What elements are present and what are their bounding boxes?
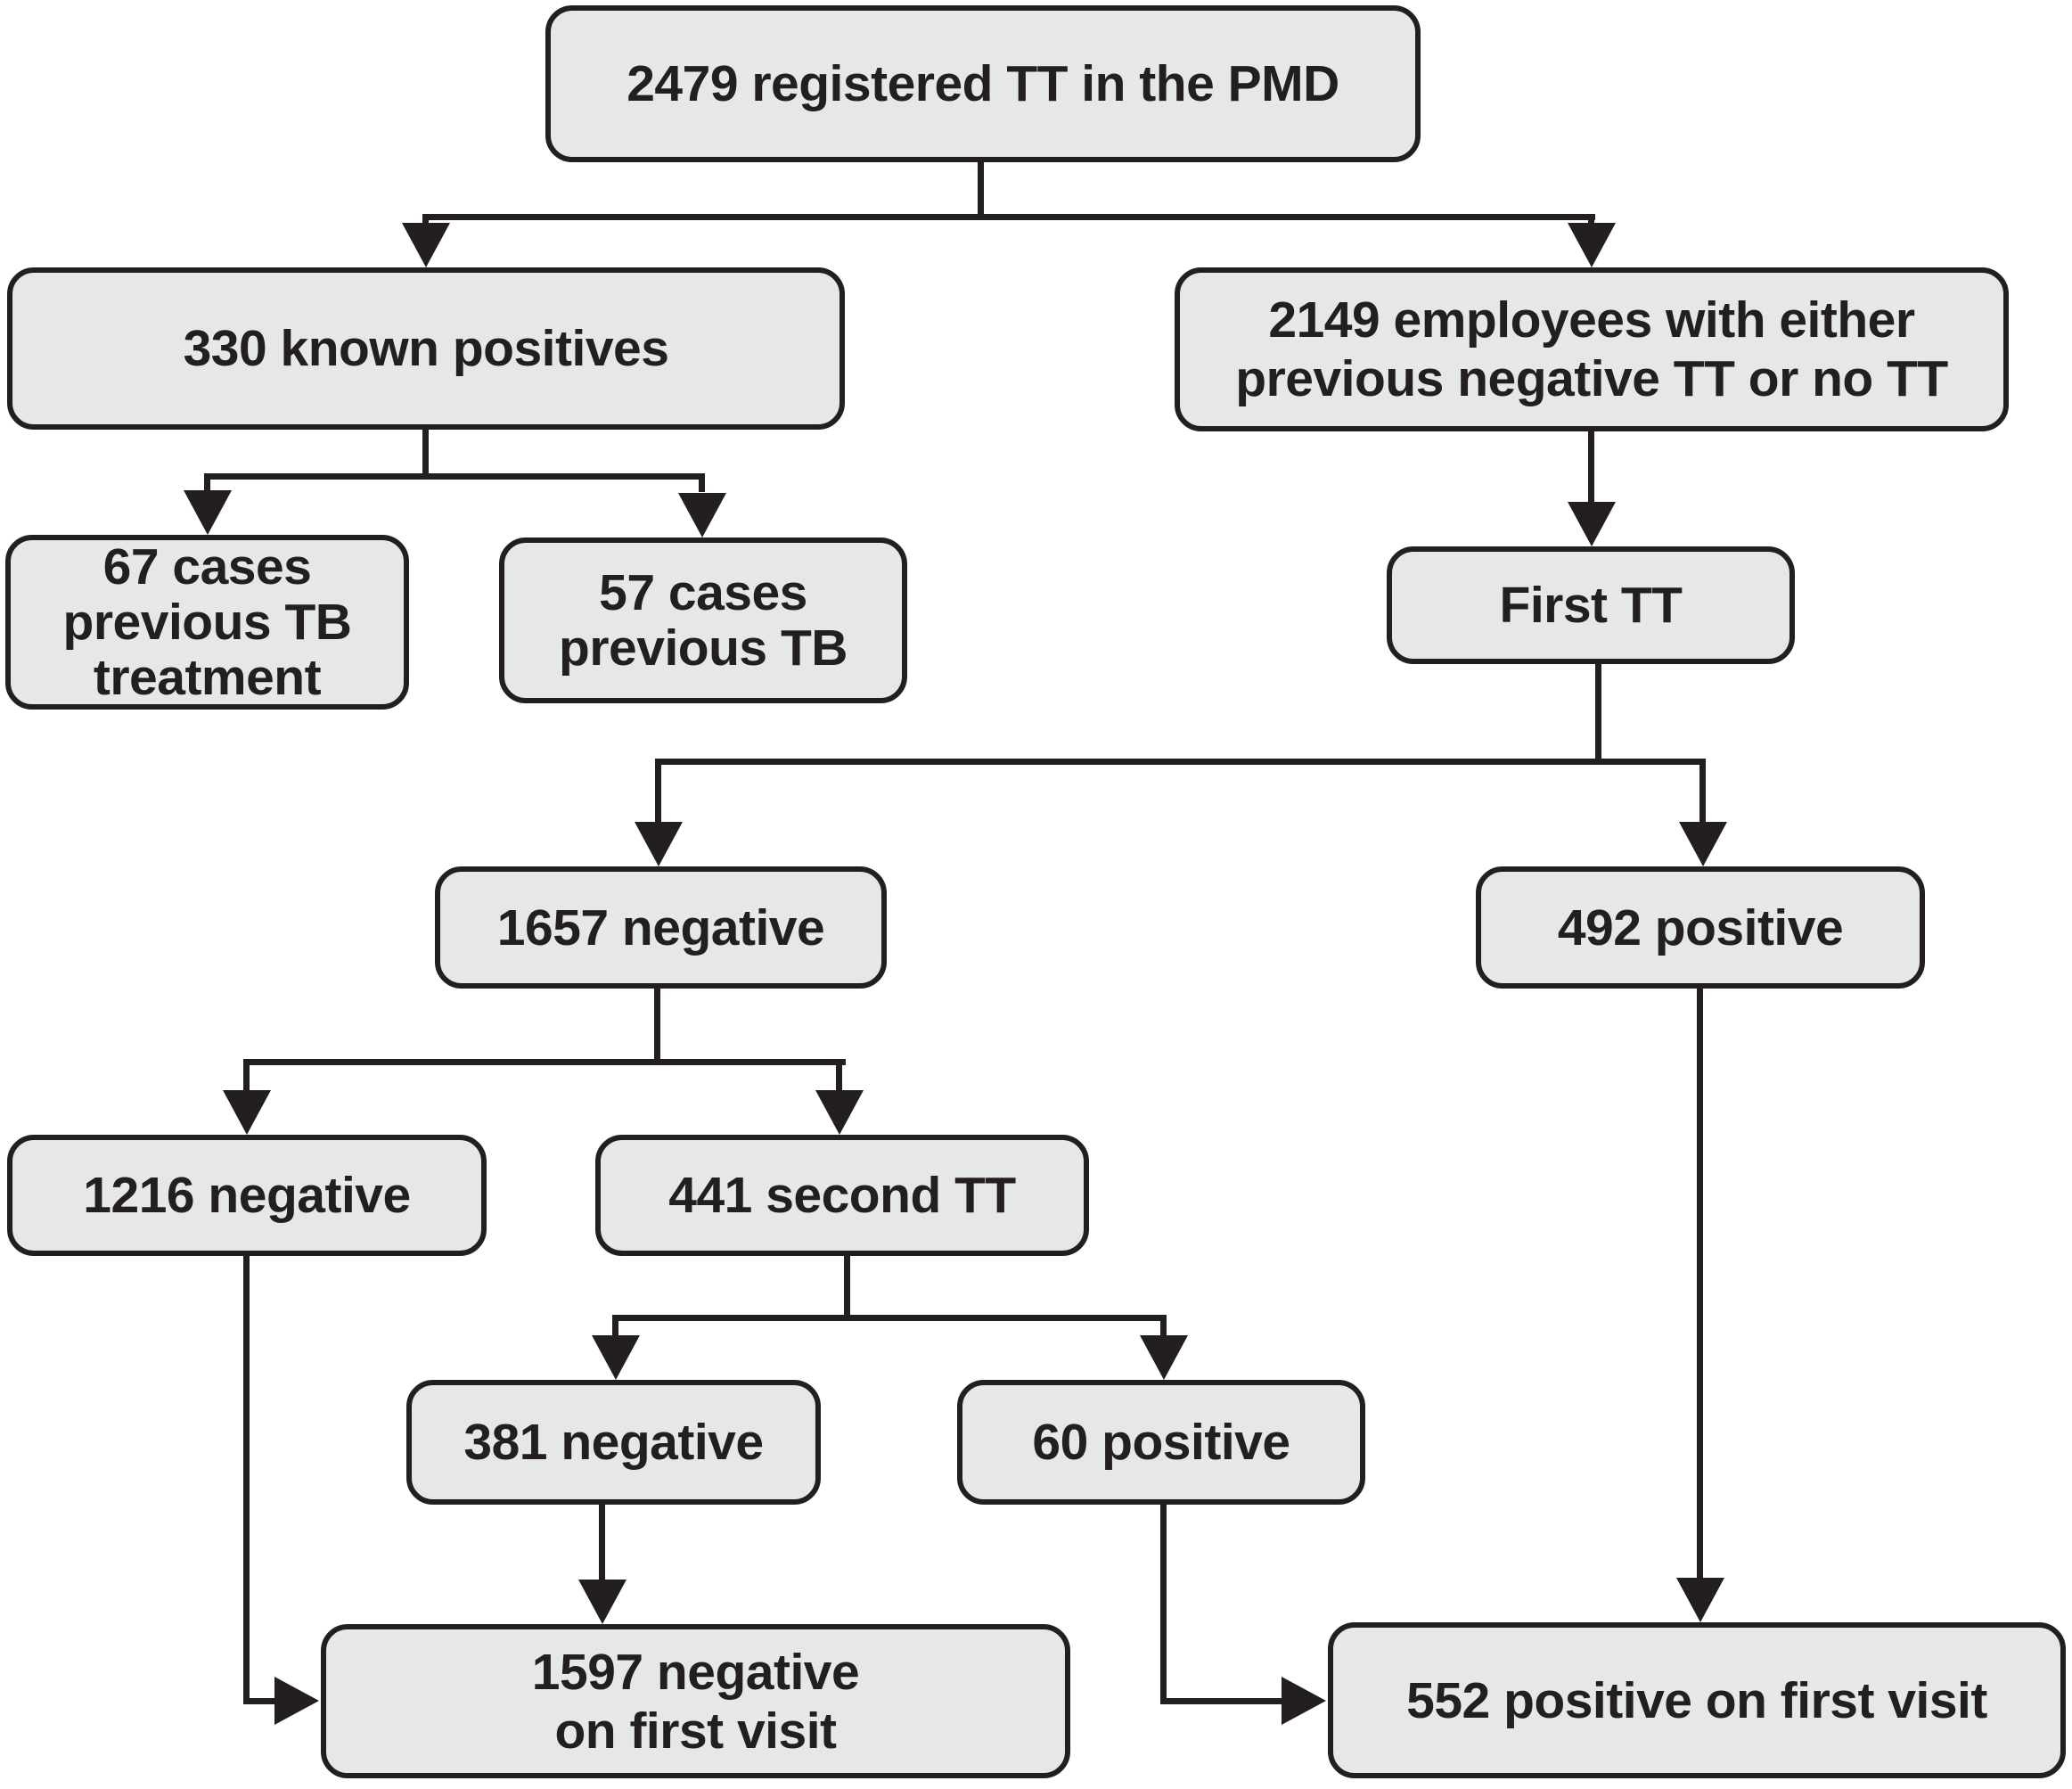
node-441-second-tt: 441 second TT [595, 1135, 1089, 1256]
node-1657-negative: 1657 negative [435, 866, 887, 989]
edge-1657-left-drop-line [243, 1059, 250, 1099]
edge-first-tt-left-drop-line [655, 759, 661, 827]
edge-60-down-line [1160, 1505, 1167, 1704]
node-previous-tb-line1: 57 cases [599, 564, 807, 621]
node-previous-tb-treatment-line1: 67 cases [102, 538, 312, 595]
arrowhead-into-1657-negative [635, 822, 683, 866]
edge-root-split-line [422, 214, 1595, 220]
edge-381-to-1597-line [599, 1505, 605, 1585]
edge-441-left-drop-line [612, 1315, 618, 1342]
edge-492-to-552-line [1697, 989, 1703, 1583]
arrowhead-into-381-negative [592, 1335, 640, 1380]
node-60-positive-label: 60 positive [1032, 1414, 1290, 1471]
node-employees-line1: 2149 employees with either [1268, 291, 1915, 349]
edge-1657-stem-line [654, 986, 660, 1065]
arrowhead-into-552-from-60 [1282, 1677, 1326, 1725]
node-known-positives: 330 known positives [7, 267, 845, 430]
node-492-positive: 492 positive [1476, 866, 1925, 989]
node-381-negative-label: 381 negative [463, 1414, 764, 1471]
node-381-negative: 381 negative [406, 1380, 821, 1505]
node-60-positive: 60 positive [957, 1380, 1365, 1505]
edge-known-positives-split-line [204, 473, 705, 480]
arrowhead-into-1597-from-1216 [274, 1677, 319, 1725]
node-1216-negative: 1216 negative [7, 1135, 487, 1256]
node-known-positives-label: 330 known positives [183, 320, 669, 377]
arrowhead-into-previous-tb-treatment [184, 490, 232, 535]
node-441-second-tt-label: 441 second TT [668, 1167, 1016, 1224]
arrowhead-into-552-from-492 [1676, 1578, 1724, 1622]
node-employees-negative-or-no-tt: 2149 employees with either previous nega… [1175, 267, 2009, 431]
edge-employees-to-first-tt-line [1588, 430, 1594, 508]
arrowhead-into-1216-negative [223, 1090, 271, 1135]
arrowhead-into-previous-tb [678, 493, 726, 538]
edge-first-tt-right-drop-line [1699, 759, 1706, 827]
node-1657-negative-label: 1657 negative [496, 899, 825, 956]
node-1216-negative-label: 1216 negative [83, 1167, 411, 1224]
edge-1216-down-line [243, 1256, 250, 1704]
edge-1216-elbow-line [243, 1698, 283, 1704]
node-first-tt-label: First TT [1499, 577, 1683, 634]
node-registered-tt: 2479 registered TT in the PMD [545, 5, 1421, 162]
edge-441-stem-line [844, 1256, 850, 1321]
edge-known-left-drop-line [204, 476, 210, 492]
node-1597-negative-first-visit: 1597 negative on first visit [321, 1624, 1070, 1778]
edge-1657-split-line [243, 1059, 846, 1065]
node-1597-negative-line2: on first visit [554, 1702, 837, 1760]
node-previous-tb: 57 cases previous TB [499, 538, 907, 703]
node-registered-tt-label: 2479 registered TT in the PMD [627, 55, 1339, 112]
arrowhead-into-employees [1568, 223, 1616, 267]
arrowhead-into-492-positive [1679, 822, 1727, 866]
node-previous-tb-treatment-line2: previous TB [62, 594, 352, 651]
arrowhead-into-first-tt [1568, 502, 1616, 546]
arrowhead-into-441-second-tt [815, 1090, 864, 1135]
node-552-positive-label: 552 positive on first visit [1406, 1671, 1987, 1729]
edge-1657-right-drop-line [836, 1059, 842, 1099]
edge-known-positives-stem-line [422, 428, 429, 480]
arrowhead-into-60-positive [1140, 1335, 1188, 1380]
edge-first-tt-stem-line [1595, 662, 1601, 765]
node-1597-negative-line1: 1597 negative [531, 1643, 860, 1701]
node-employees-line2: previous negative TT or no TT [1235, 350, 1948, 407]
node-previous-tb-treatment-line3: treatment [93, 649, 322, 706]
edge-441-split-line [612, 1315, 1167, 1321]
arrowhead-into-known-positives [402, 223, 450, 267]
edge-first-tt-split-line [655, 759, 1706, 765]
node-previous-tb-line2: previous TB [559, 620, 848, 677]
node-552-positive-first-visit: 552 positive on first visit [1328, 1622, 2066, 1778]
node-492-positive-label: 492 positive [1557, 899, 1844, 956]
edge-known-right-drop-line [699, 476, 705, 492]
node-previous-tb-treatment: 67 cases previous TB treatment [5, 535, 409, 710]
node-first-tt: First TT [1387, 546, 1795, 664]
arrowhead-into-1597-from-381 [578, 1580, 627, 1624]
edge-root-stem-line [978, 160, 984, 220]
edge-441-right-drop-line [1160, 1315, 1167, 1342]
edge-60-elbow-line [1160, 1698, 1285, 1704]
